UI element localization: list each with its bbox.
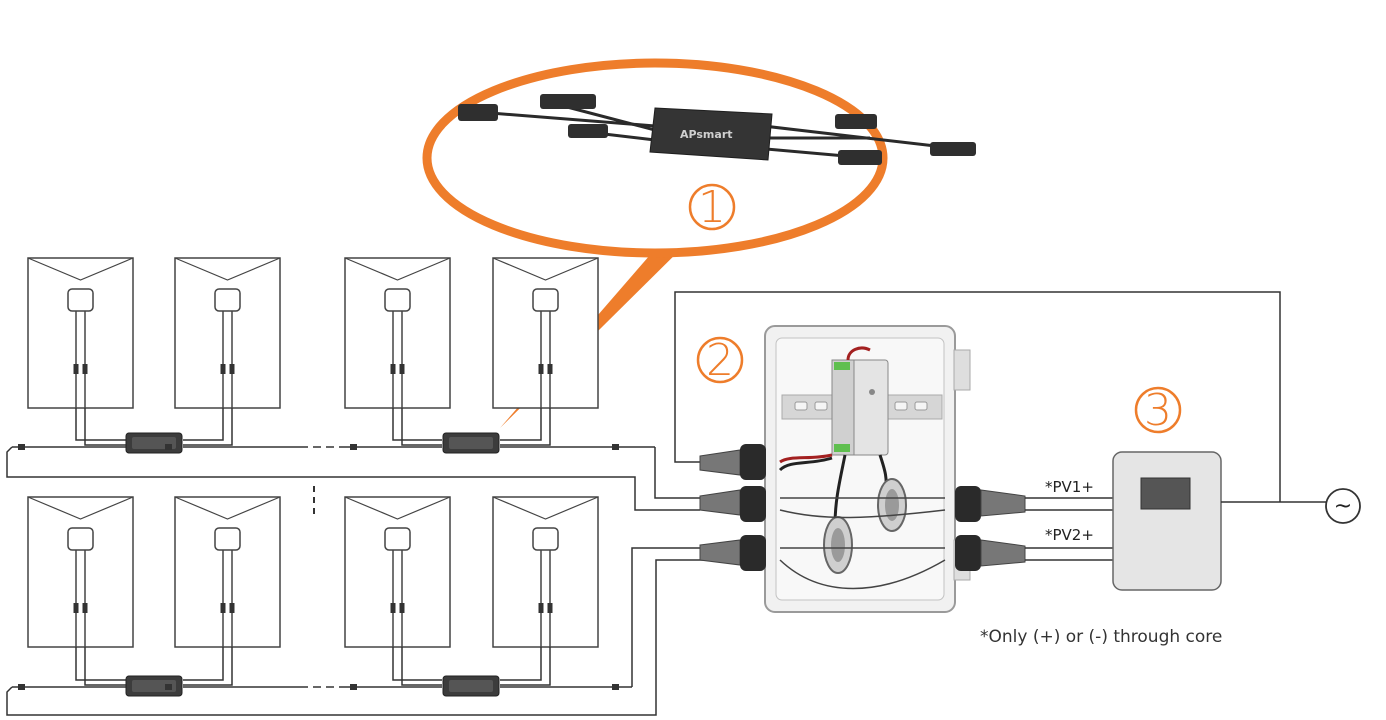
rsd-unit (125, 432, 183, 454)
callout-2-circle (696, 336, 744, 384)
core-note: *Only (+) or (-) through core (980, 627, 1222, 647)
solar-panel (492, 257, 599, 409)
top-row-wiring (6, 408, 700, 511)
ac-grid-symbol (1325, 488, 1361, 524)
callout-ellipse (422, 58, 888, 258)
cable-glands-left (699, 444, 766, 571)
pv2-label: *PV2+ (1045, 526, 1094, 544)
rsd-unit (442, 675, 500, 697)
cable-glands-right (955, 486, 1026, 571)
ct-sensor (823, 516, 853, 574)
junction-box (764, 325, 971, 613)
callout-3-circle (1134, 386, 1182, 434)
pv-lines (1025, 497, 1113, 561)
solar-panel (344, 257, 451, 409)
product-logo: APsmart (680, 128, 733, 141)
top-loop-wire (674, 291, 1281, 502)
top-panel-row (27, 257, 599, 409)
callout-3-number: 3 (1144, 385, 1172, 436)
bottom-connectors (18, 684, 619, 690)
rsd-unit (442, 432, 500, 454)
solar-panel (174, 496, 281, 648)
rapid-shutdown-device-image: APsmart (458, 94, 976, 165)
bottom-panel-row (27, 496, 599, 648)
callout-1-number: 1 (698, 182, 726, 233)
solar-panel (27, 496, 134, 648)
solar-panel (174, 257, 281, 409)
solar-panel (492, 496, 599, 648)
ct-sensor (877, 478, 907, 532)
pv1-label: *PV1+ (1045, 478, 1094, 496)
callout-1-circle (688, 183, 736, 231)
bottom-row-wiring (6, 547, 705, 716)
solar-panel (344, 496, 451, 648)
solar-panel (27, 257, 134, 409)
callout-2-number: 2 (706, 335, 734, 386)
top-connectors (18, 444, 619, 450)
ac-wave-icon: ~ (1334, 494, 1352, 519)
inverter (1112, 451, 1222, 591)
rsd-unit (125, 675, 183, 697)
